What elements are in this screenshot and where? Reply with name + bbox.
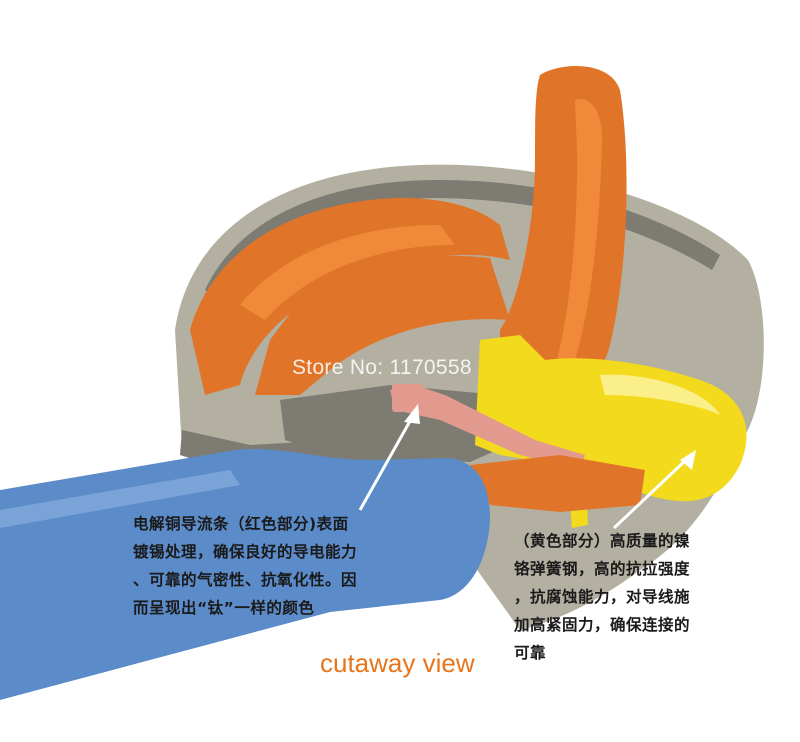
lever-clamp-foot (470, 455, 645, 512)
copper-contact-block (392, 384, 424, 412)
copper-bar-description: 电解铜导流条（红色部分)表面 镀锡处理，确保良好的导电能力 、可靠的气密性、抗氧… (133, 515, 358, 617)
lever-front-slab (255, 255, 510, 395)
lever-back-slab (190, 197, 510, 395)
caption-cutaway-view: cutaway view (320, 648, 475, 678)
lever-handle-highlight (552, 99, 602, 379)
store-watermark: Store No: 1170558 (292, 356, 472, 379)
lever-top-ridges (240, 225, 455, 320)
wire-insulation-highlight (0, 470, 240, 528)
arrow-copper-callout (358, 404, 420, 511)
spring-steel-shine (600, 374, 720, 415)
arrow-spring-callout (612, 450, 696, 530)
spring-steel-description: （黄色部分）高质量的镍 铬弹簧钢，高的抗拉强度 ，抗腐蚀能力，对导线施 加高紧固… (514, 532, 691, 662)
wire-insulation (0, 448, 490, 700)
copper-conductor-bar (390, 385, 585, 470)
